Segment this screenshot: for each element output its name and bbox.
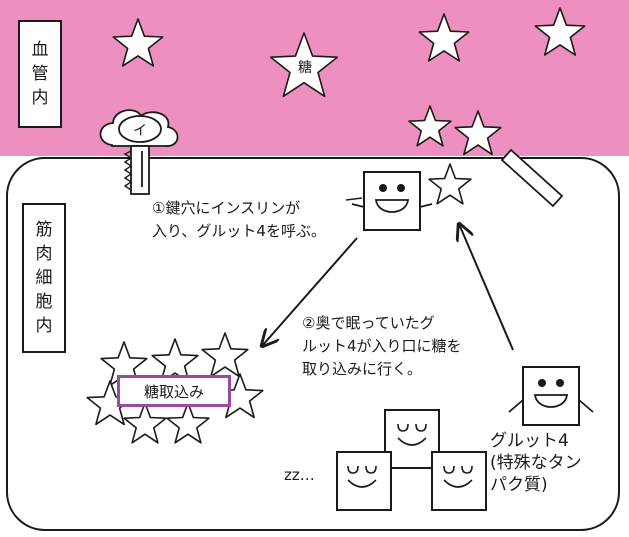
step1-line: 入り、グルット4を呼ぶ。	[152, 222, 326, 240]
star-icon	[418, 13, 470, 62]
step2-line: 取り込みに行く。	[302, 360, 423, 378]
step2-line: ルット4が入り口に糖を	[302, 337, 462, 355]
cell-label-char: 筋	[35, 220, 53, 240]
star-icon	[112, 18, 164, 67]
blood-stars	[112, 7, 586, 98]
star-icon	[201, 332, 249, 378]
sleep-text: zz…	[284, 466, 315, 484]
step2-caption: ②奥で眠っていたグ ルット4が入り口に糖を 取り込みに行く。	[302, 312, 462, 381]
star-icon	[269, 32, 339, 98]
star-icon	[123, 402, 167, 444]
muscle-cell-label: 筋 肉 細 胞 内	[22, 203, 66, 353]
blood-label-char: 血	[31, 40, 49, 60]
sleeping-glut4-icon	[431, 451, 487, 511]
star-icon	[151, 338, 199, 384]
glut4-caption: グルット4 (特殊なタン パク質)	[490, 430, 582, 496]
insulin-key-letter: イ	[133, 123, 147, 139]
glut4-caption-line: パク質)	[490, 475, 548, 495]
sleeping-glut4-icon	[336, 451, 392, 511]
star-icon	[166, 402, 210, 444]
cell-label-char: 肉	[35, 244, 53, 264]
glut4-box-icon	[508, 366, 594, 426]
step1-pointer-line	[345, 197, 363, 201]
star-icon	[408, 105, 452, 147]
blood-label-char: 内	[31, 88, 49, 108]
star-icon	[454, 110, 502, 156]
star-icon	[534, 7, 586, 56]
arrow-icon	[459, 224, 514, 351]
step1-caption: ①鍵穴にインスリンが 入り、グルット4を呼ぶ。	[152, 197, 326, 243]
cell-label-char: 内	[35, 316, 53, 336]
glut4-box-icon	[351, 171, 433, 231]
sleeping-glut4-icon	[384, 409, 440, 469]
uptake-label: 糖取込み	[143, 382, 204, 401]
arrow-icon	[262, 237, 358, 346]
sugar-star-label: 糖	[298, 60, 312, 76]
uptake-label-box: 糖取込み	[117, 375, 231, 407]
glut4-caption-line: グルット4	[490, 431, 569, 451]
muscle-cell-outline	[6, 157, 620, 531]
cell-label-char: 胞	[35, 292, 53, 312]
step2-line: ②奥で眠っていたグ	[302, 314, 435, 332]
step1-line: ①鍵穴にインスリンが	[152, 199, 301, 217]
blood-label-char: 管	[31, 64, 49, 84]
star-icon	[428, 163, 472, 205]
sugar-channel-icon	[500, 148, 564, 208]
transport-stars	[408, 105, 502, 205]
blood-vessel-label: 血 管 内	[18, 20, 62, 128]
key-icon	[99, 109, 179, 195]
glut4-caption-line: (特殊なタン	[490, 453, 582, 473]
cell-label-char: 細	[35, 268, 53, 288]
